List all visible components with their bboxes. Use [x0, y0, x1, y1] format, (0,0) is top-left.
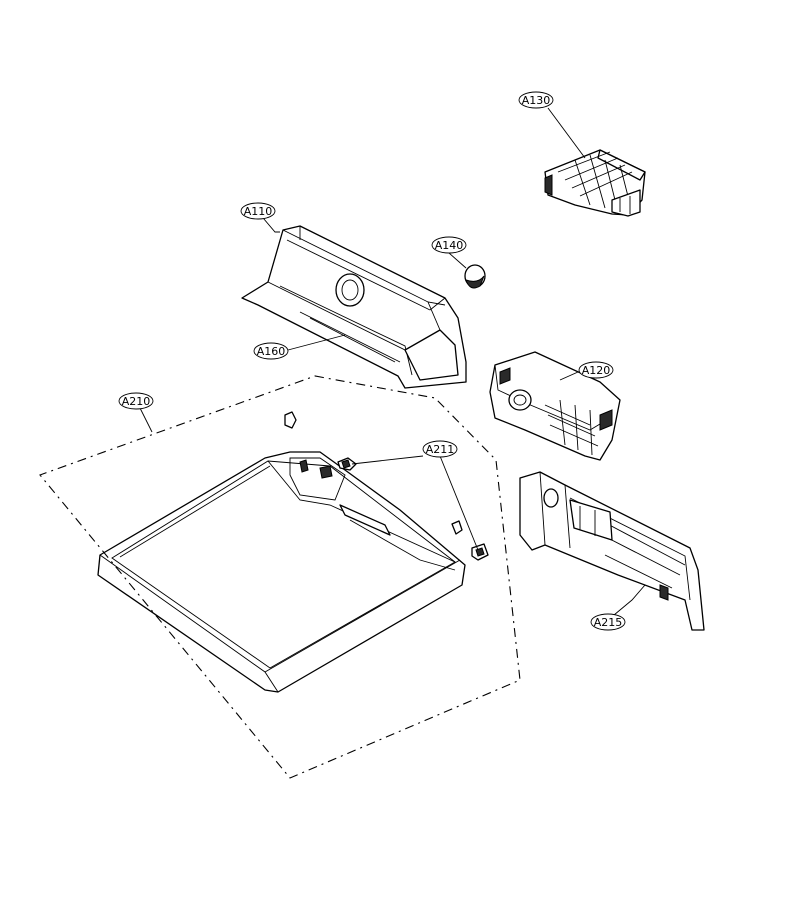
callout-a110: A110 [240, 202, 276, 220]
callout-a140: A140 [431, 236, 467, 254]
part-a130-module [544, 149, 646, 217]
callout-a160: A160 [253, 342, 289, 360]
callout-a210: A210 [118, 392, 154, 410]
part-hinge-pin [451, 520, 463, 535]
svg-text:A110: A110 [244, 205, 273, 218]
svg-text:A210: A210 [122, 395, 151, 408]
svg-text:A130: A130 [522, 94, 551, 107]
callout-a130: A130 [518, 91, 554, 109]
part-a215-console [519, 471, 705, 631]
part-a140-knob [464, 264, 486, 289]
callout-a120: A120 [578, 361, 614, 379]
svg-text:A160: A160 [257, 345, 286, 358]
svg-text:A211: A211 [426, 443, 455, 456]
part-a211-hinge-lower [471, 543, 489, 561]
callout-a215: A215 [590, 613, 626, 631]
part-hinge-left [284, 411, 297, 429]
part-a211-hinge-upper [337, 457, 357, 471]
part-a120-pcb [489, 351, 621, 461]
svg-text:A215: A215 [594, 616, 623, 629]
part-a210-lid [97, 451, 466, 693]
part-a110-control-housing [241, 225, 467, 389]
svg-text:A140: A140 [435, 239, 464, 252]
svg-text:A120: A120 [582, 364, 611, 377]
a210-assembly-outline [39, 375, 521, 779]
callout-a211: A211 [422, 440, 458, 458]
